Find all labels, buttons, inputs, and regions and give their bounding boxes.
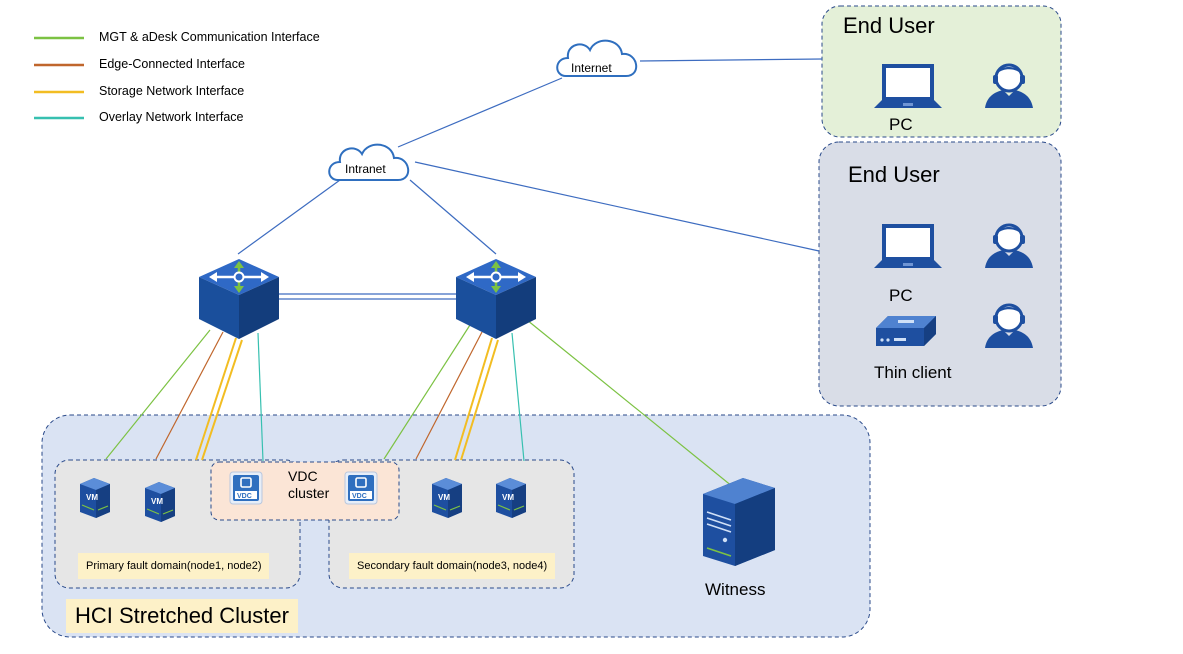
end-user-bottom-title: End User [848,162,940,187]
legend [34,36,84,120]
link-storage-right-a [454,337,493,461]
link-storage-left-a [195,337,237,461]
link-intranet-switch-left [237,179,341,255]
link-storage-right-b [460,339,499,461]
end-user-top-pc-label: PC [889,115,913,134]
thin-client-label: Thin client [874,363,952,382]
link-witness [526,319,739,492]
link-internet-enduser [639,58,823,62]
link-edge-right [415,331,483,460]
vm-icon [79,477,111,519]
secondary-domain-label: Secondary fault domain(node3, node4) [349,553,556,579]
witness-label: Witness [705,580,766,599]
legend-label-storage: Storage Network Interface [99,84,245,98]
hci-cluster-title: HCI Stretched Cluster [66,599,298,633]
link-mgt-left [105,329,211,460]
link-intranet-internet [397,77,563,148]
internet-label: Internet [571,61,612,75]
laptop-icon [874,64,942,108]
link-edge-left [155,331,224,460]
link-mgt-right [383,324,471,460]
vdc-cluster-label: VDC cluster [288,468,330,501]
link-intranet-enduser [414,161,820,252]
vdc-icon [229,471,263,505]
link-overlay-left [257,332,264,462]
legend-label-mgt: MGT & aDesk Communication Interface [99,30,320,44]
vm-icon [431,477,463,519]
witness-server-icon [703,478,775,566]
vm-icon [144,481,176,523]
switch-right-icon [454,257,538,341]
thin-client-icon [876,316,936,346]
switch-left-icon [197,257,281,341]
intranet-label: Intranet [345,162,386,176]
vdc-icon [344,471,378,505]
legend-label-edge: Edge-Connected Interface [99,57,245,71]
primary-domain-label: Primary fault domain(node1, node2) [78,553,270,579]
laptop-icon [874,224,942,268]
link-storage-left-b [201,339,243,461]
end-user-bottom-pc-label: PC [889,286,913,305]
legend-label-overlay: Overlay Network Interface [99,110,244,124]
vm-icon [495,477,527,519]
network-links [105,58,823,492]
end-user-top-title: End User [843,13,935,38]
link-intranet-switch-right [409,179,497,255]
link-overlay-right [511,332,525,462]
